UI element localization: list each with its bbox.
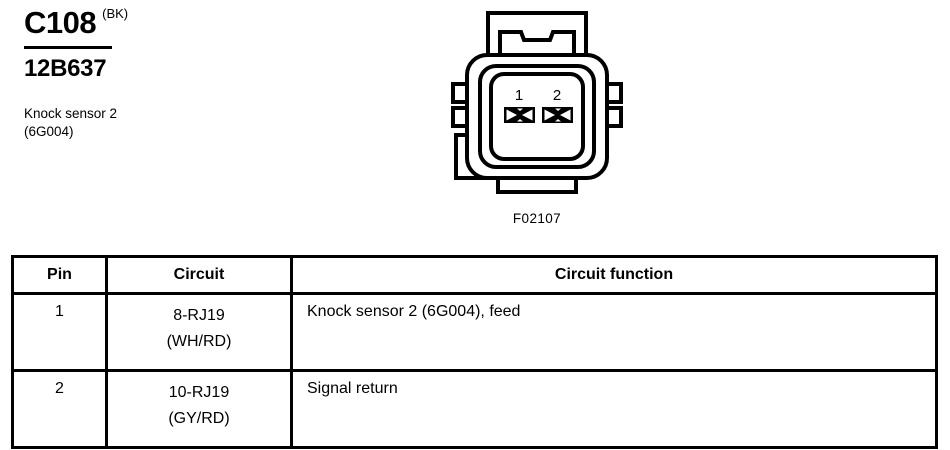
connector-description-line-1: Knock sensor 2 (24, 106, 118, 121)
terminal-cavity-2-icon (542, 107, 573, 123)
cell-pin: 1 (11, 292, 108, 372)
pin-label-1: 1 (515, 87, 523, 104)
cell-circuit: 10-RJ19 (GY/RD) (105, 369, 293, 449)
side-tab-right-upper-icon (599, 82, 623, 104)
connector-id-row: C108 (BK) (24, 4, 324, 44)
latch-inner-notch-icon (498, 30, 576, 70)
connector-part-number: 12B637 (24, 55, 107, 82)
cell-circuit: 8-RJ19 (WH/RD) (105, 292, 293, 372)
cell-pin: 2 (11, 369, 108, 449)
connector-figure: 1 2 F02107 (447, 8, 627, 226)
circuit-color: (WH/RD) (166, 333, 232, 350)
table-row: 2 10-RJ19 (GY/RD) Signal return (11, 369, 938, 449)
connector-description-line-2: (6G004) (24, 124, 74, 139)
connector-id: C108 (24, 5, 97, 40)
circuit-color: (GY/RD) (168, 410, 230, 427)
column-header-circuit-function: Circuit function (290, 255, 938, 295)
pin-label-2: 2 (553, 87, 561, 104)
connector-description: Knock sensor 2 (6G004) (24, 105, 324, 141)
column-header-circuit: Circuit (105, 255, 293, 295)
connector-color-code: (BK) (102, 6, 129, 21)
connector-id-underline (24, 46, 112, 49)
connector-header-block: C108 (BK) 12B637 Knock sensor 2 (6G004) (24, 4, 324, 141)
table-row: 1 8-RJ19 (WH/RD) Knock sensor 2 (6G004),… (11, 292, 938, 372)
pin-assignment-table: Pin Circuit Circuit function 1 8-RJ19 (W… (11, 255, 938, 449)
circuit-id: 10-RJ19 (168, 384, 230, 401)
circuit-id: 8-RJ19 (173, 307, 225, 324)
cell-circuit-function: Signal return (290, 369, 938, 449)
latch-outer-icon (486, 11, 588, 62)
table-header-row: Pin Circuit Circuit function (11, 255, 938, 295)
terminal-cavity-1-icon (504, 107, 535, 123)
column-header-pin: Pin (11, 255, 108, 295)
side-tab-left-lower-icon (451, 106, 475, 128)
connector-cavity-icon (489, 72, 585, 161)
connector-figure-code: F02107 (512, 211, 562, 226)
cell-circuit-function: Knock sensor 2 (6G004), feed (290, 292, 938, 372)
side-tab-left-upper-icon (451, 82, 475, 104)
side-tab-right-lower-icon (599, 106, 623, 128)
connector-face-view-icon: 1 2 (451, 11, 623, 194)
